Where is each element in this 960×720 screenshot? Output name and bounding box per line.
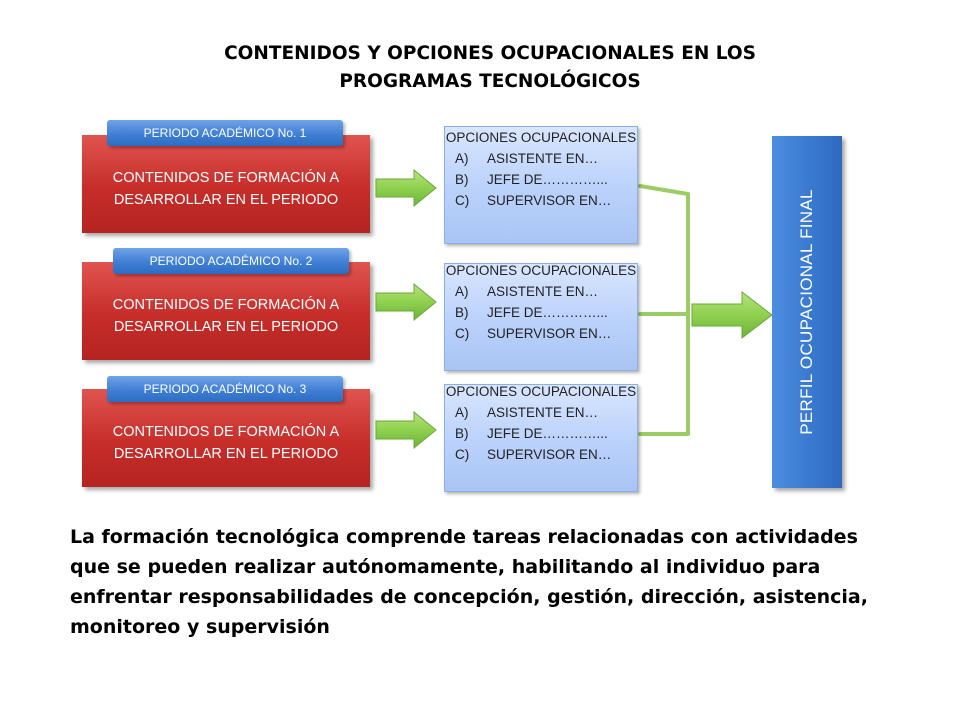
connector-line-1 xyxy=(638,184,690,436)
options-heading: OPCIONES OCUPACIONALES xyxy=(445,384,637,399)
period-tab-1: PERIODO ACADÉMICO No. 1 xyxy=(107,120,343,146)
perfil-label: PERFIL OCUPACIONAL FINAL xyxy=(797,189,816,435)
content-box-text: CONTENIDOS DE FORMACIÓN A DESARROLLAR EN… xyxy=(112,424,340,462)
arrow-icon-2 xyxy=(375,282,437,322)
title-line-1: CONTENIDOS Y OPCIONES OCUPACIONALES EN L… xyxy=(224,43,756,64)
title-line-2: PROGRAMAS TECNOLÓGICOS xyxy=(339,71,641,92)
description-paragraph: La formación tecnológica comprende tarea… xyxy=(70,526,868,638)
period-tab-label: PERIODO ACADÉMICO No. 3 xyxy=(143,382,307,396)
options-box-period-2: OPCIONES OCUPACIONALES A)ASISTENTE EN… B… xyxy=(444,263,638,371)
options-heading: OPCIONES OCUPACIONALES xyxy=(445,130,637,145)
period-tab-label: PERIODO ACADÉMICO No. 1 xyxy=(143,126,307,140)
content-box-text: CONTENIDOS DE FORMACIÓN A DESARROLLAR EN… xyxy=(112,297,340,335)
option-item: A)ASISTENTE EN… xyxy=(455,405,599,420)
perfil-ocupacional-bar: PERFIL OCUPACIONAL FINAL xyxy=(772,136,842,488)
option-item: C)SUPERVISOR EN… xyxy=(455,447,612,462)
arrow-icon-1 xyxy=(375,168,437,208)
content-box-period-1: CONTENIDOS DE FORMACIÓN A DESARROLLAR EN… xyxy=(82,135,370,233)
content-box-period-3: CONTENIDOS DE FORMACIÓN A DESARROLLAR EN… xyxy=(82,389,370,487)
arrow-icon-3 xyxy=(375,410,437,450)
options-heading: OPCIONES OCUPACIONALES xyxy=(445,263,637,278)
content-box-text: CONTENIDOS DE FORMACIÓN A DESARROLLAR EN… xyxy=(112,170,340,208)
period-tab-label: PERIODO ACADÉMICO No. 2 xyxy=(149,254,313,268)
period-tab-3: PERIODO ACADÉMICO No. 3 xyxy=(107,376,343,402)
option-item: A)ASISTENTE EN… xyxy=(455,151,599,166)
options-box-period-3: OPCIONES OCUPACIONALES A)ASISTENTE EN… B… xyxy=(444,384,638,492)
option-item: C)SUPERVISOR EN… xyxy=(455,193,612,208)
arrow-icon-perfil xyxy=(691,290,773,340)
option-item: B)JEFE DE…………... xyxy=(455,426,608,441)
option-item: B)JEFE DE…………... xyxy=(455,172,608,187)
options-box-period-1: OPCIONES OCUPACIONALES A)ASISTENTE EN… B… xyxy=(444,126,638,244)
option-item: A)ASISTENTE EN… xyxy=(455,284,599,299)
content-box-period-2: CONTENIDOS DE FORMACIÓN A DESARROLLAR EN… xyxy=(82,262,370,360)
period-tab-2: PERIODO ACADÉMICO No. 2 xyxy=(113,248,349,274)
page-title: CONTENIDOS Y OPCIONES OCUPACIONALES EN L… xyxy=(0,40,960,96)
option-item: C)SUPERVISOR EN… xyxy=(455,326,612,341)
option-item: B)JEFE DE…………... xyxy=(455,305,608,320)
